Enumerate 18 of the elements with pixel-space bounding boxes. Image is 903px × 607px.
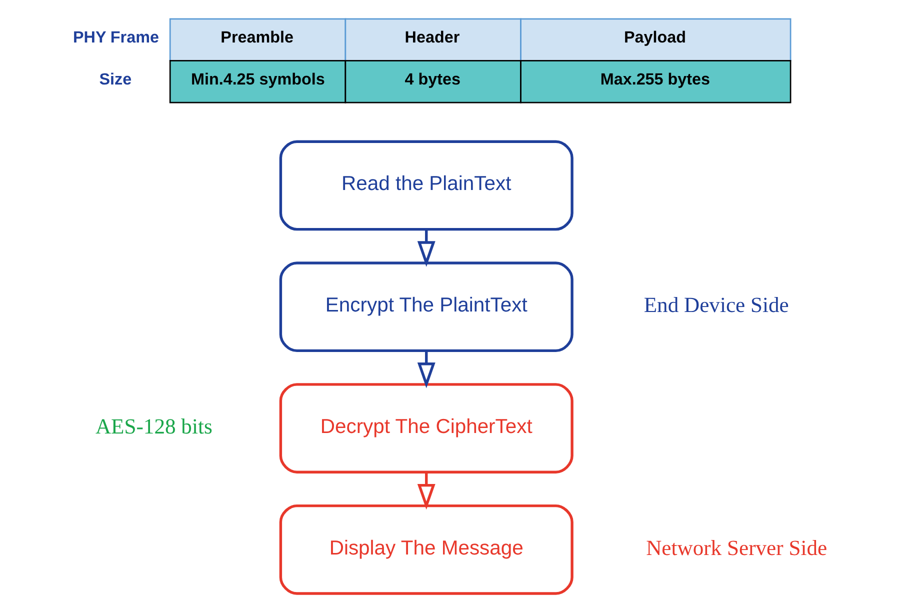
- node-box: Decrypt The CipherText: [278, 383, 573, 474]
- label: End Device Side: [643, 293, 788, 317]
- node-box: Encrypt The PlaintText: [278, 262, 573, 352]
- label: Payload: [623, 28, 686, 47]
- label: PHY Frame: [72, 28, 158, 47]
- arrow: [416, 472, 435, 510]
- label: Header: [404, 28, 460, 47]
- label: AES-128 bits: [94, 414, 212, 438]
- node-box: Read the PlainText: [278, 140, 573, 231]
- label: Size: [98, 70, 132, 88]
- label: Network Server Side: [646, 536, 827, 560]
- label: Preamble: [220, 28, 294, 47]
- label: Max.255 bytes: [600, 70, 710, 88]
- arrow: [416, 230, 435, 267]
- node-box: Display The Message: [278, 504, 573, 595]
- arrow: [416, 351, 435, 388]
- label: Min.4.25 symbols: [190, 70, 324, 88]
- label: 4 bytes: [404, 70, 460, 88]
